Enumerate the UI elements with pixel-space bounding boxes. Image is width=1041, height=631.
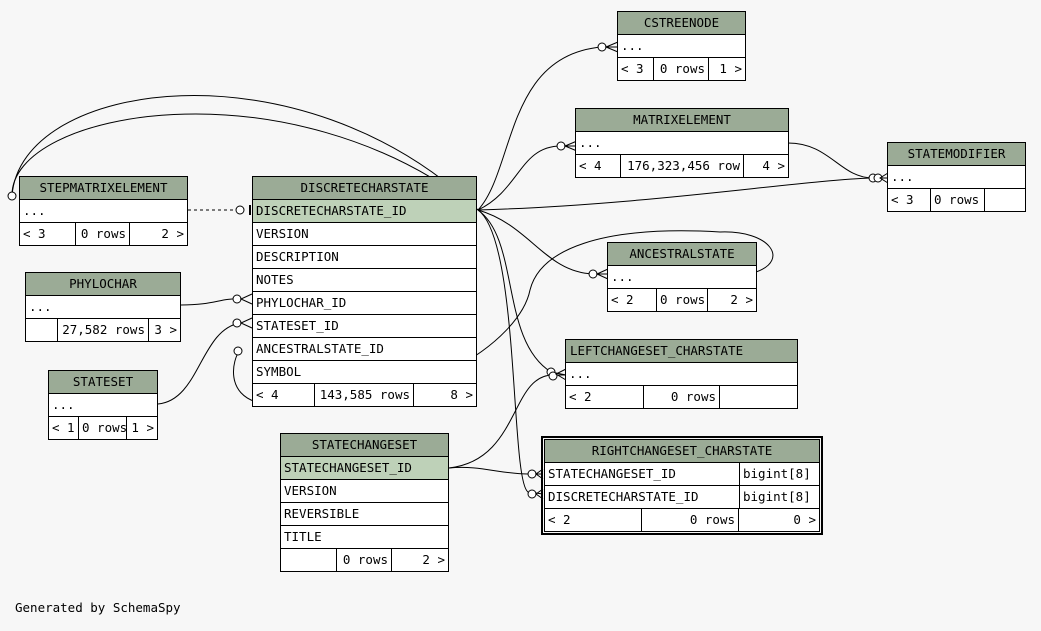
table-title: STEPMATRIXELEMENT: [20, 177, 187, 200]
column-row: ...: [26, 296, 180, 319]
table-title: CSTREENODE: [618, 12, 745, 35]
table-footer: < 4 143,585 rows 8 >: [253, 384, 476, 406]
column-row: REVERSIBLE: [281, 503, 448, 526]
table-footer: < 3 0 rows: [888, 189, 1025, 211]
table-title: DISCRETECHARSTATE: [253, 177, 476, 200]
table-footer: < 4 176,323,456 row 4 >: [576, 155, 788, 177]
table-title: STATEMODIFIER: [888, 143, 1025, 166]
column-row: NOTES: [253, 269, 476, 292]
table-title: PHYLOCHAR: [26, 273, 180, 296]
table-footer: < 3 0 rows 1 >: [618, 58, 745, 80]
table-footer: 0 rows 2 >: [281, 549, 448, 571]
table-footer: < 1 0 rows 1 >: [49, 417, 157, 439]
table-footer: < 2 0 rows: [566, 386, 797, 408]
column-row: ...: [49, 394, 157, 417]
column-row: SYMBOL: [253, 361, 476, 384]
column-row-pk: DISCRETECHARSTATE_ID: [253, 200, 476, 223]
table-title: LEFTCHANGESET_CHARSTATE: [566, 340, 797, 363]
column-row: DISCRETECHARSTATE_ID bigint[8]: [545, 486, 819, 509]
generated-by-note: Generated by SchemaSpy: [15, 600, 181, 615]
column-row: ...: [20, 200, 187, 223]
table-footer: < 2 0 rows 2 >: [608, 289, 756, 311]
table-leftchangeset-charstate[interactable]: LEFTCHANGESET_CHARSTATE ... < 2 0 rows: [565, 339, 798, 409]
table-title: STATECHANGESET: [281, 434, 448, 457]
table-rightchangeset-charstate[interactable]: RIGHTCHANGESET_CHARSTATE STATECHANGESET_…: [541, 436, 823, 535]
column-row: ...: [608, 266, 756, 289]
column-row: PHYLOCHAR_ID: [253, 292, 476, 315]
table-stepmatrixelement[interactable]: STEPMATRIXELEMENT ... < 3 0 rows 2 >: [19, 176, 188, 246]
edge-ancestralstate: [477, 209, 608, 275]
edge-discrete-right: [477, 209, 544, 495]
column-row: ...: [566, 363, 797, 386]
table-title: ANCESTRALSTATE: [608, 243, 756, 266]
column-row: ...: [888, 166, 1025, 189]
table-title: STATESET: [49, 371, 157, 394]
edge-statemodifier: [477, 177, 874, 211]
column-row: STATESET_ID: [253, 315, 476, 338]
table-statechangeset[interactable]: STATECHANGESET STATECHANGESET_ID VERSION…: [280, 433, 449, 572]
edge-statechangeset-right: [448, 466, 543, 475]
edge-phylochar: [180, 298, 241, 306]
table-phylochar[interactable]: PHYLOCHAR ... 27,582 rows 3 >: [25, 272, 181, 342]
column-row: ...: [618, 35, 745, 58]
column-row: DESCRIPTION: [253, 246, 476, 269]
column-row-pk: STATECHANGESET_ID: [281, 457, 448, 480]
table-cstreenode[interactable]: CSTREENODE ... < 3 0 rows 1 >: [617, 11, 746, 81]
edge-matrix-statemodifier: [787, 142, 888, 179]
table-title: RIGHTCHANGESET_CHARSTATE: [545, 440, 819, 463]
column-type: bigint[8]: [739, 486, 819, 508]
column-row: ...: [576, 132, 788, 155]
table-discretecharstate[interactable]: DISCRETECHARSTATE DISCRETECHARSTATE_ID V…: [252, 176, 477, 407]
table-matrixelement[interactable]: MATRIXELEMENT ... < 4 176,323,456 row 4 …: [575, 108, 789, 178]
edge-matrixelement: [477, 145, 577, 211]
column-row: VERSION: [253, 223, 476, 246]
edge-leftchangeset: [477, 209, 567, 376]
table-statemodifier[interactable]: STATEMODIFIER ... < 3 0 rows: [887, 142, 1026, 212]
table-stateset[interactable]: STATESET ... < 1 0 rows 1 >: [48, 370, 158, 440]
table-title: MATRIXELEMENT: [576, 109, 788, 132]
column-row: VERSION: [281, 480, 448, 503]
table-footer: 27,582 rows 3 >: [26, 319, 180, 341]
column-row: ANCESTRALSTATE_ID: [253, 338, 476, 361]
column-row: TITLE: [281, 526, 448, 549]
table-ancestralstate[interactable]: ANCESTRALSTATE ... < 2 0 rows 2 >: [607, 242, 757, 312]
column-row: STATECHANGESET_ID bigint[8]: [545, 463, 819, 486]
table-footer: < 2 0 rows 0 >: [545, 509, 819, 531]
table-footer: < 3 0 rows 2 >: [20, 223, 187, 245]
column-type: bigint[8]: [739, 463, 819, 485]
